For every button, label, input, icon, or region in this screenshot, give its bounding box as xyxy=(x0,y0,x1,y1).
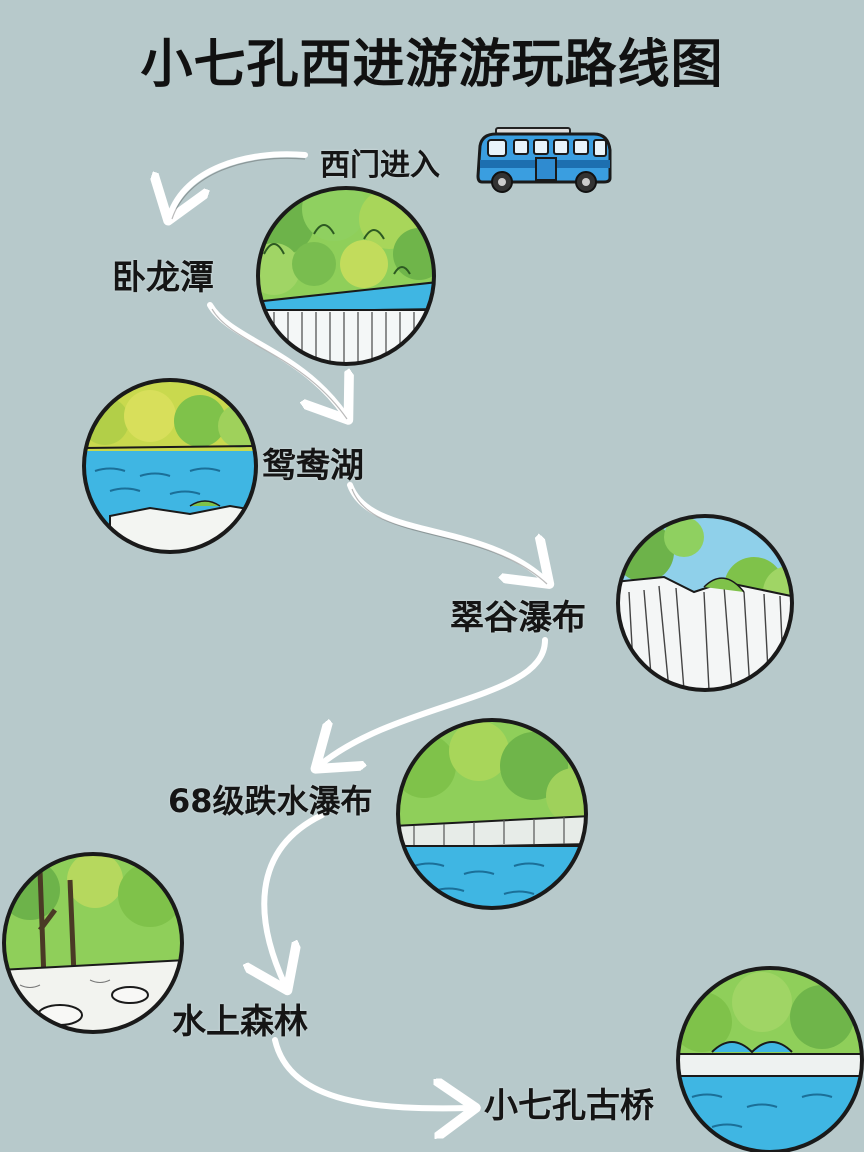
route-arrow-1 xyxy=(170,151,308,215)
cliff-waterfall-scene xyxy=(616,514,794,692)
map-title: 小七孔西进游游玩路线图 xyxy=(140,35,724,95)
route-arrow-2 xyxy=(207,302,345,415)
forest-rocks-scene xyxy=(2,852,184,1034)
stop-label-guqiao: 小七孔古桥 xyxy=(484,1086,654,1126)
stop-label-cuigu: 翠谷瀑布 xyxy=(450,598,586,638)
stop-label-yuanyanghu: 鸳鸯湖 xyxy=(262,446,364,486)
route-arrow-6 xyxy=(272,1037,470,1108)
stop-label-shuishang: 水上森林 xyxy=(172,1002,308,1042)
route-arrow-4 xyxy=(320,637,548,765)
waterfall-lake-scene xyxy=(256,186,436,366)
stop-label-wolongtan: 卧龙潭 xyxy=(112,258,214,298)
route-arrow-3 xyxy=(347,482,545,580)
lake-scene xyxy=(82,378,258,554)
bus-icon xyxy=(476,127,612,193)
stop-label-68ji: 68级跌水瀑布 xyxy=(168,782,373,820)
stop-label-entry: 西门进入 xyxy=(320,148,440,183)
route-arrow-5 xyxy=(264,812,325,985)
bridge-river-scene xyxy=(676,966,864,1152)
cascade-river-scene xyxy=(396,718,588,910)
